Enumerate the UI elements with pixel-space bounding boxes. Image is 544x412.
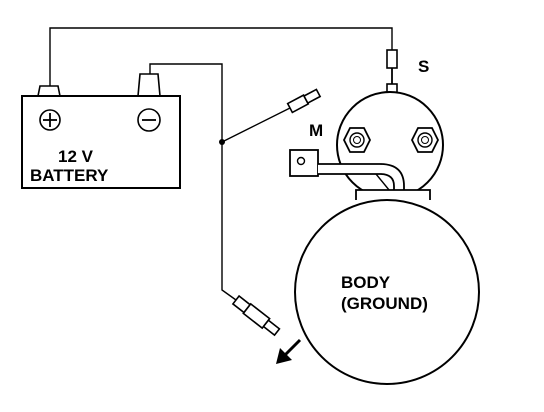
battery-positive-post [37,85,61,97]
motor-ground-label: (GROUND) [341,294,428,313]
battery-negative-post [137,73,161,97]
ground-probe [231,294,281,337]
m-terminal-nut [342,127,372,153]
starter-motor-body: BODY (GROUND) [294,189,480,385]
wire-positive-to-s-terminal [49,27,393,86]
battery: 12 V BATTERY [21,73,181,189]
wire-negative-to-ground-probe [149,63,237,301]
ground-direction-arrow-icon [276,338,302,364]
battery-cable-terminal-nut [410,127,440,153]
m-terminal-probe [286,88,322,114]
wire-junction-dot [219,139,225,145]
m-terminal-label: M [309,121,323,140]
motor-housing [294,199,480,385]
solenoid [336,91,444,199]
battery-voltage-label: 12 V [58,147,94,166]
battery-name-label: BATTERY [30,166,109,185]
wire-junction-to-m-probe [221,107,291,143]
s-terminal-label: S [418,57,429,76]
motor-body-label: BODY [341,273,391,292]
